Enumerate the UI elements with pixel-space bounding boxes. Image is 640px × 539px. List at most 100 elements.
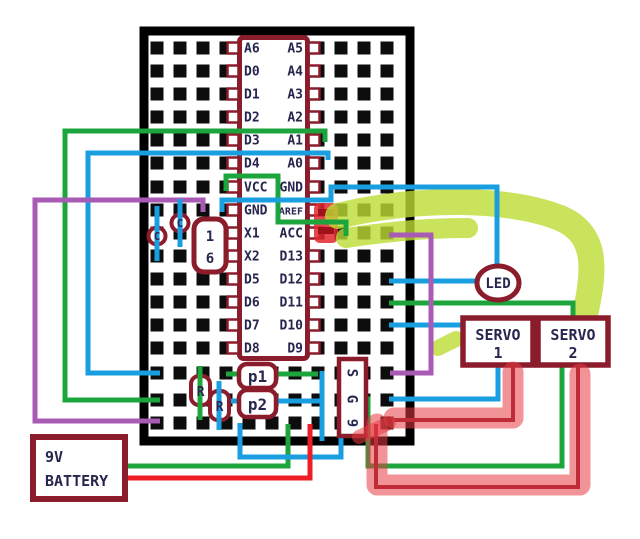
breadboard-hole (173, 341, 187, 355)
chip-pin-right (307, 156, 321, 170)
pin-label-left: D0 (244, 65, 260, 80)
breadboard-hole (265, 416, 279, 430)
pin-label-left: D3 (244, 134, 260, 149)
breadboard-hole (357, 133, 371, 147)
highlighter-layer (325, 189, 605, 356)
wire-acc-to-s-row (389, 232, 434, 376)
chip-pin-right (307, 180, 321, 194)
chip-pin-left (226, 64, 240, 78)
sg9-header-box (336, 356, 369, 439)
p2-box (236, 387, 279, 420)
breadboard-hole (150, 133, 164, 147)
breadboard-hole (357, 87, 371, 101)
marker-blob-9-row (352, 416, 396, 444)
header-g-label: G (344, 395, 360, 403)
breadboard-hole (150, 318, 164, 332)
chip-pin-right (307, 249, 321, 263)
breadboard-hole (196, 318, 210, 332)
breadboard-hole (357, 64, 371, 78)
breadboard-hole (150, 64, 164, 78)
servo1-label-line2: 1 (493, 344, 502, 362)
highlight-blob (430, 331, 464, 356)
breadboard-hole (357, 295, 371, 309)
breadboard-hole (196, 272, 210, 286)
breadboard-hole (150, 272, 164, 286)
breadboard-hole (196, 87, 210, 101)
resistor-1-label: R (197, 385, 205, 400)
pin-label-left: D2 (244, 111, 260, 126)
battery-label-line1: 9V (45, 448, 63, 466)
wire-a0-to-p1-row (85, 150, 331, 376)
pin-label-left: D6 (244, 296, 260, 311)
pin-label-right: D9 (287, 342, 303, 357)
led-label: LED (485, 276, 510, 292)
chip-pin-left (226, 341, 240, 355)
breadboard-hole (150, 87, 164, 101)
pin-label-right: D10 (280, 319, 304, 334)
wire-gnd-to-led-top (219, 184, 500, 267)
breadboard-hole (380, 366, 394, 380)
resistor-2-label: R (216, 400, 224, 415)
wire-g-row-to-servo1 (389, 364, 501, 402)
pin-label-left: D7 (244, 319, 260, 334)
breadboard-hole (150, 110, 164, 124)
breadboard-hole (173, 366, 187, 380)
chip-pin-left (226, 272, 240, 286)
breadboard-hole (380, 110, 394, 124)
chip-pin-left (226, 226, 240, 240)
pin-label-right: A2 (287, 111, 303, 126)
wire-gnd-left-long (32, 197, 206, 424)
breadboard-hole (173, 318, 187, 332)
pin-label-right: A3 (287, 88, 303, 103)
wire-battery-red (125, 424, 313, 481)
breadboard-hole (196, 341, 210, 355)
chip-pin-right (307, 272, 321, 286)
breadboard-hole (150, 180, 164, 194)
pin-label-left: VCC (244, 181, 267, 196)
marker-servo2-ground (366, 363, 591, 496)
breadboard-hole (150, 295, 164, 309)
pin-label-right: D13 (280, 250, 303, 265)
breadboard-hole (380, 64, 394, 78)
servo2-label-line1: SERVO (550, 326, 595, 344)
chip-pin-right (307, 41, 321, 55)
chip-pin-left (226, 203, 240, 217)
capacitor-1-label: C (154, 230, 161, 243)
highlight-stroke-2 (336, 218, 478, 248)
breadboard-hole (173, 41, 187, 55)
chip-pin-right (307, 133, 321, 147)
chip-pin-right (307, 87, 321, 101)
breadboard-hole (357, 341, 371, 355)
breadboard-hole (173, 156, 187, 170)
chip-pin-right (307, 318, 321, 332)
red-component-pad-bottom (318, 227, 334, 234)
breadboard-hole (334, 156, 348, 170)
breadboard-hole (196, 133, 210, 147)
pin-label-left: X1 (244, 227, 260, 242)
over-wires-layer (154, 199, 222, 430)
chip-pin-left (226, 87, 240, 101)
wire-d11-to-servo2 (389, 300, 576, 320)
pin-label-left: D8 (244, 342, 260, 357)
breadboard-hole (380, 249, 394, 263)
pin-label-left: D1 (244, 88, 260, 103)
crystal-label-1: 1 (206, 229, 214, 245)
breadboard-hole (380, 156, 394, 170)
breadboard-hole (357, 156, 371, 170)
chip-pin-right (307, 295, 321, 309)
breadboard-hole (288, 416, 302, 430)
servo1-box (460, 315, 536, 368)
breadboard-hole (173, 110, 187, 124)
breadboard-hole (150, 156, 164, 170)
battery-label-line2: BATTERY (45, 472, 108, 490)
p2-label: p2 (248, 395, 267, 414)
servo2-box (535, 315, 611, 368)
servo1-label-line1: SERVO (475, 326, 520, 344)
breadboard-hole (173, 180, 187, 194)
pin-label-right: D11 (280, 296, 304, 311)
chip-pin-left (226, 41, 240, 55)
breadboard-hole (334, 41, 348, 55)
breadboard-hole (334, 318, 348, 332)
breadboard-hole (334, 295, 348, 309)
